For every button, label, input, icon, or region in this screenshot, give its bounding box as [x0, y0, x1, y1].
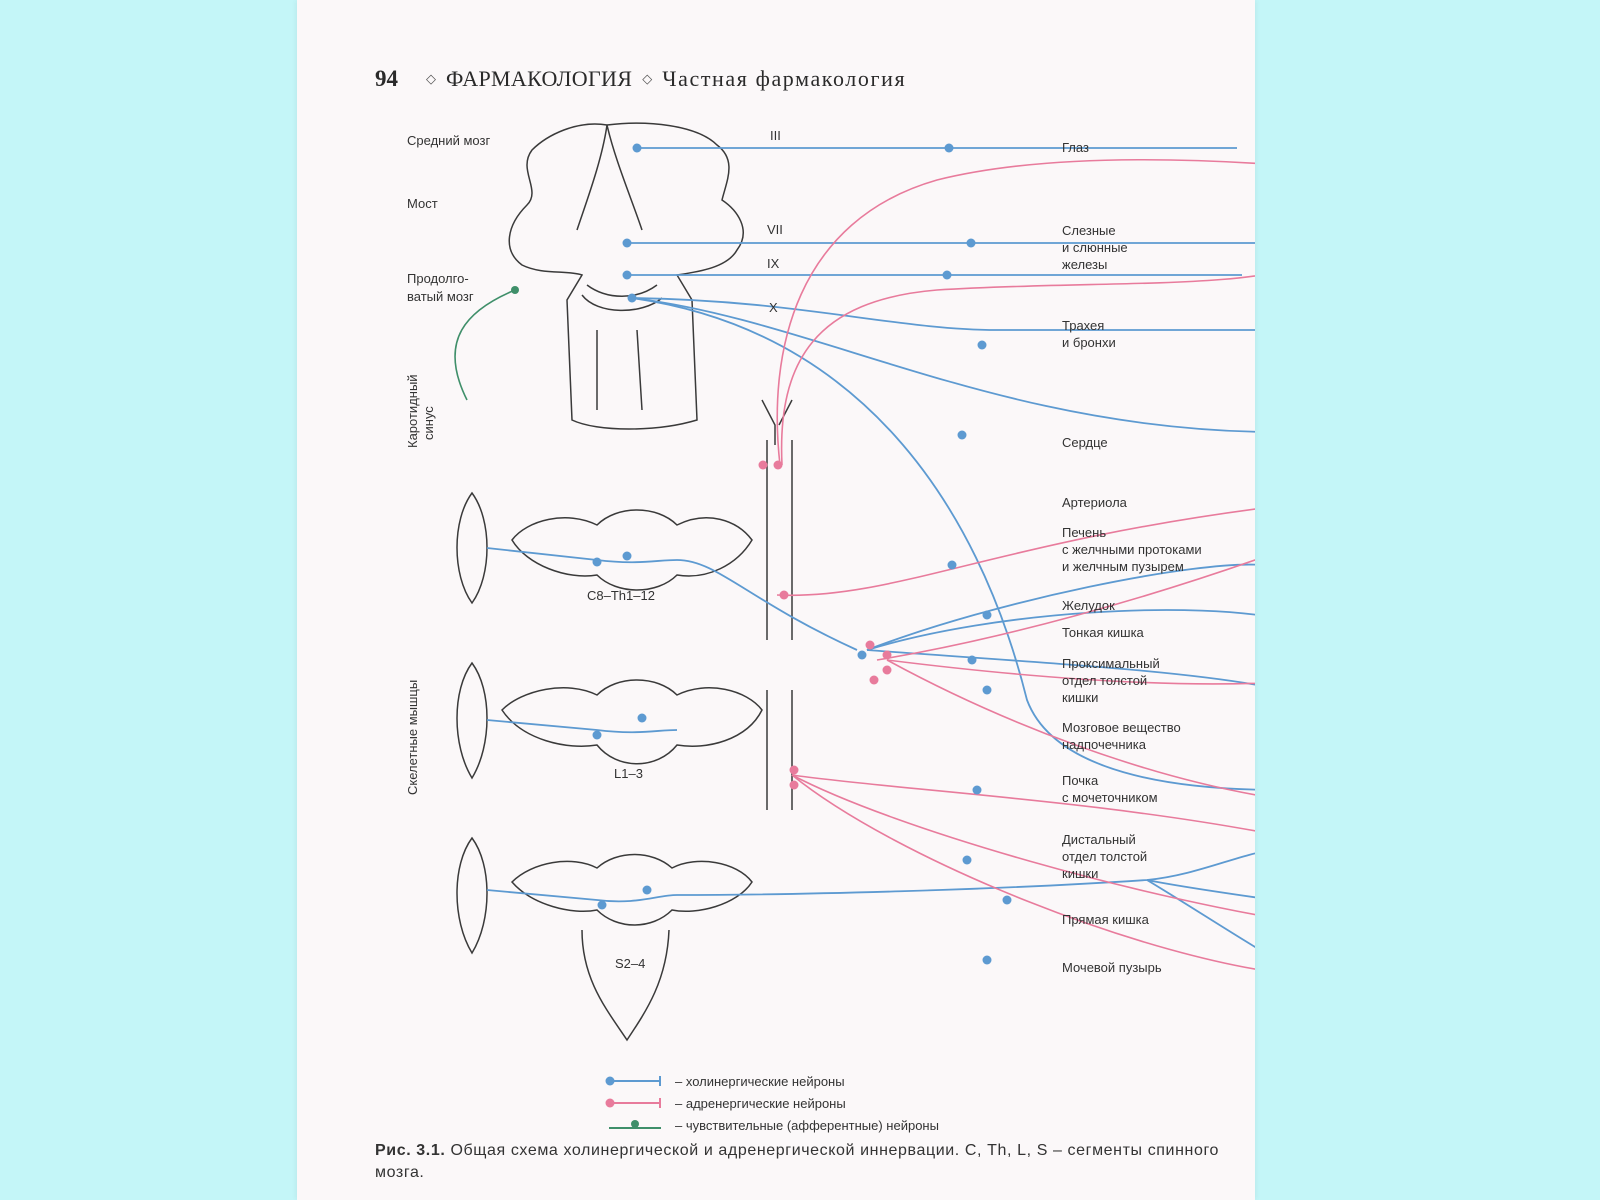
brainstem-midline: [576, 124, 643, 231]
legend-cholinergic: – холинергические нейроны: [605, 1070, 1025, 1092]
label-segment-sacral: S2–4: [615, 956, 645, 971]
cholinergic-line-icon: [605, 1076, 661, 1086]
label-carotid-line1: Каротидный: [405, 374, 420, 448]
label-kidney-l2: с мочеточником: [1062, 790, 1158, 805]
muscle-3: [456, 836, 488, 955]
page-number: 94: [375, 66, 398, 91]
lumbar-motor-path: [486, 719, 678, 734]
sensory-neuron-dot: [511, 286, 519, 294]
adrenergic-colon-path: [886, 659, 1255, 685]
label-arteriole: Артериола: [1062, 495, 1128, 510]
sacrum-shape: [581, 929, 670, 1042]
adrenergic-kidney-path: [886, 659, 1255, 796]
adrenergic-eye-path: [776, 158, 1255, 466]
label-prox-colon-l3: кишки: [1062, 690, 1098, 705]
label-adrenal-l1: Мозговое вещество: [1062, 720, 1181, 735]
ganglion-colon-path: [866, 649, 1255, 686]
label-nerve-III: III: [770, 128, 781, 143]
diamond-icon: ◇: [426, 71, 436, 86]
label-medulla-line1: Продолго-: [407, 271, 469, 286]
label-distal-colon-l3: кишки: [1062, 866, 1098, 881]
label-nerve-X: X: [769, 300, 778, 315]
label-midbrain: Средний мозг: [407, 133, 490, 148]
legend-adrenergic-label: – адренергические нейроны: [675, 1095, 846, 1111]
muscle-2: [456, 661, 488, 780]
adrenergic-line-icon: [605, 1098, 661, 1108]
caption-label: Рис. 3.1.: [375, 1142, 446, 1159]
label-segment-lumbar: L1–3: [614, 766, 643, 781]
label-eye: Глаз: [1062, 140, 1089, 155]
muscle-1: [456, 491, 488, 605]
label-medulla-line2: ватый мозг: [407, 289, 474, 304]
label-liver-l3: и желчным пузырем: [1062, 559, 1184, 574]
label-prox-colon-l1: Проксимальный: [1062, 656, 1160, 671]
medulla-folds: [581, 284, 663, 411]
adrenergic-ganglion-path: [876, 559, 1255, 661]
book-page: 94 ◇ ФАРМАКОЛОГИЯ ◇ Частная фармакология: [297, 0, 1255, 1200]
vagus-heart-path: [631, 297, 1255, 433]
figure-caption: Рис. 3.1. Общая схема холинергической и …: [375, 1140, 1235, 1184]
spinal-section-lumbar: [501, 679, 763, 765]
label-trachea-l2: и бронхи: [1062, 335, 1116, 350]
sympathetic-chain: [766, 440, 793, 810]
label-rectum: Прямая кишка: [1062, 912, 1150, 927]
ganglion-stomach-path: [866, 609, 1255, 651]
sacral-path: [486, 852, 1255, 903]
legend: – холинергические нейроны – адренергичес…: [605, 1070, 1025, 1136]
label-prox-colon-l2: отдел толстой: [1062, 673, 1147, 688]
caption-text: Общая схема холинергической и адренергич…: [375, 1142, 1220, 1181]
label-distal-colon-l1: Дистальный: [1062, 832, 1136, 847]
label-skeletal-muscles: Скелетные мышцы: [405, 680, 420, 795]
label-glands-l1: Слезные: [1062, 223, 1116, 238]
label-pons: Мост: [407, 196, 438, 211]
adrenergic-liver-path: [776, 508, 1255, 597]
thoracic-motor-path: [486, 547, 858, 651]
label-trachea-l1: Трахея: [1062, 318, 1104, 333]
diamond-icon: ◇: [642, 71, 653, 86]
header-section: ФАРМАКОЛОГИЯ: [446, 66, 633, 91]
vagus-abdominal-path: [631, 297, 1255, 791]
sensory-neuron-path: [454, 289, 516, 401]
carotid-sinus-shape: [761, 399, 793, 445]
legend-adrenergic: – адренергические нейроны: [605, 1092, 1025, 1114]
sacral-rectum-path: [1146, 879, 1255, 899]
label-liver-l2: с желчными протоками: [1062, 542, 1202, 557]
adrenergic-bladder-path: [791, 774, 1255, 970]
label-stomach: Желудок: [1062, 598, 1115, 613]
innervation-diagram: Средний мозг Мост Продолго- ватый мозг К…: [405, 122, 1255, 1042]
label-carotid-line2: синус: [421, 406, 436, 440]
ganglion-liver-path: [866, 563, 1255, 651]
label-kidney-l1: Почка: [1062, 773, 1099, 788]
header-subsection: Частная фармакология: [662, 66, 907, 91]
adrenergic-rectum-path: [791, 774, 1255, 916]
legend-cholinergic-label: – холинергические нейроны: [675, 1073, 845, 1089]
spinal-section-sacral: [510, 853, 753, 926]
adrenergic-distal-path: [791, 774, 1255, 832]
label-nerve-IX: IX: [767, 256, 780, 271]
label-heart: Сердце: [1062, 435, 1108, 450]
label-liver-l1: Печень: [1062, 525, 1106, 540]
legend-sensory-label: – чувствительные (афферентные) нейроны: [675, 1117, 939, 1133]
nerve-X-path: [631, 297, 1255, 331]
label-segment-thoracic: C8–Th1–12: [587, 588, 655, 603]
sensory-line-icon: [609, 1120, 661, 1129]
sacral-bladder-path: [1146, 879, 1255, 948]
label-distal-colon-l2: отдел толстой: [1062, 849, 1147, 864]
label-adrenal-l2: надпочечника: [1062, 737, 1147, 752]
label-bladder: Мочевой пузырь: [1062, 960, 1162, 975]
label-small-intestine: Тонкая кишка: [1062, 625, 1145, 640]
page-header: 94 ◇ ФАРМАКОЛОГИЯ ◇ Частная фармакология: [375, 62, 906, 96]
brainstem-outline: [508, 122, 744, 430]
label-glands-l2: и слюнные: [1062, 240, 1128, 255]
legend-sensory: – чувствительные (афферентные) нейроны: [605, 1114, 1025, 1136]
label-nerve-VII: VII: [767, 222, 783, 237]
adrenergic-glands-path: [780, 275, 1255, 466]
label-glands-l3: железы: [1062, 257, 1107, 272]
spinal-section-thoracic: [511, 509, 753, 591]
